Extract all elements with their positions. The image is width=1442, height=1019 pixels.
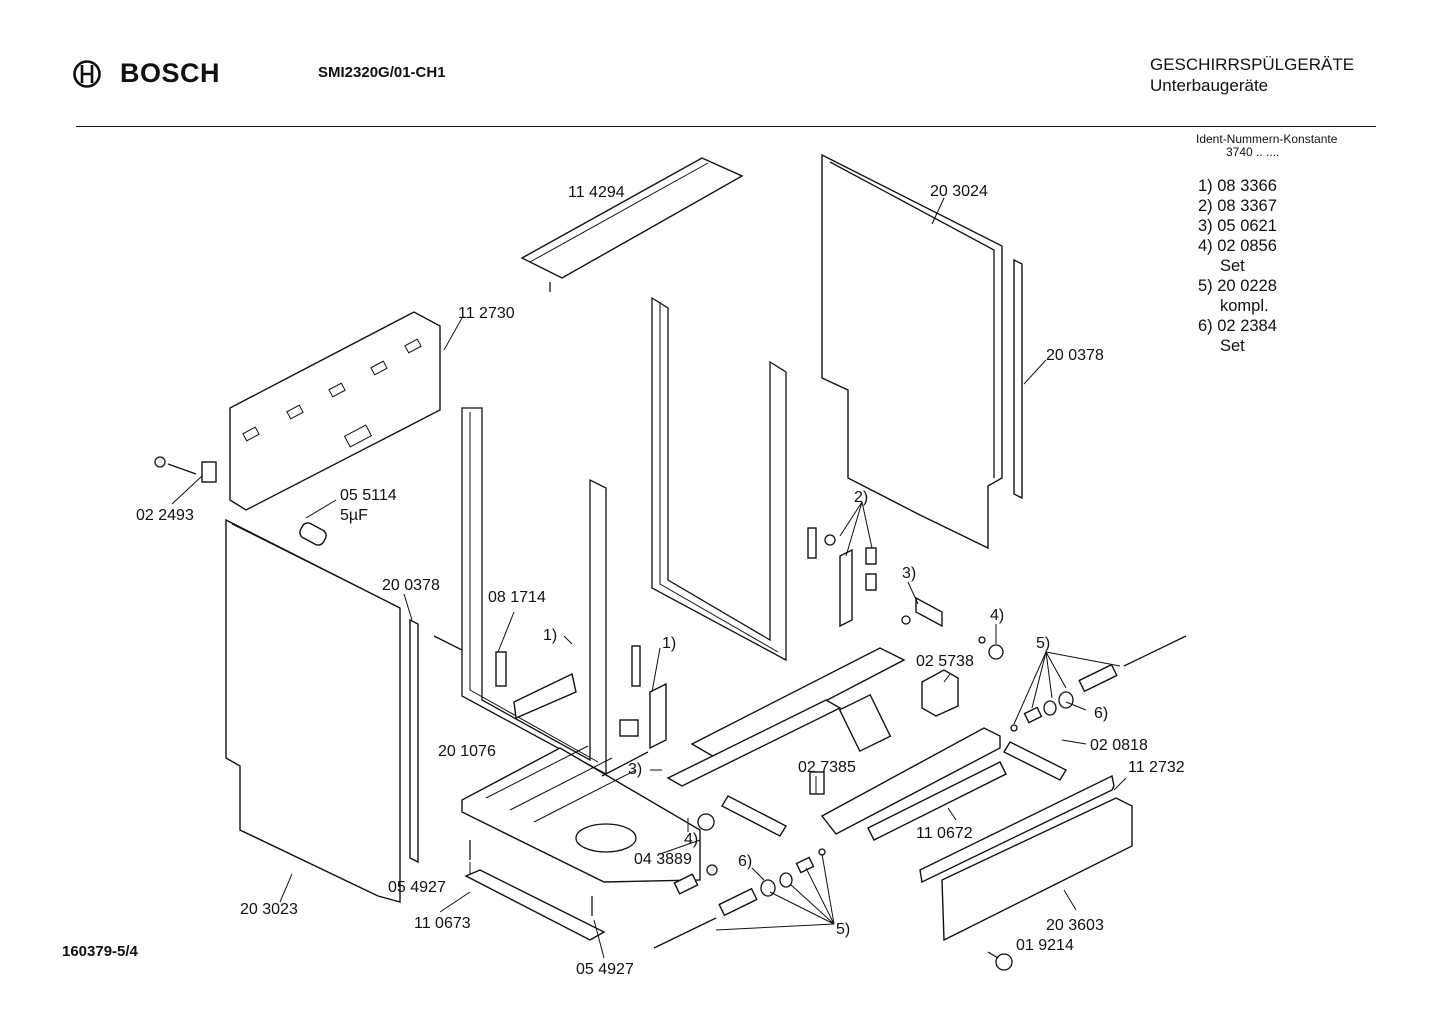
part-label: 20 0378 <box>382 577 440 594</box>
legend-item: 3) 05 0621 <box>1198 217 1277 235</box>
foot-bracket-part <box>464 840 606 941</box>
ident-title: Ident-Nummern-Konstante <box>1196 132 1338 146</box>
document-number: 160379-5/4 <box>62 943 138 960</box>
crossbar-part <box>666 647 1067 841</box>
brand-name: BOSCH <box>120 58 221 88</box>
side-strip-part <box>409 618 419 864</box>
part-label: 2) <box>854 489 868 506</box>
part-label: 11 0672 <box>916 825 973 842</box>
part-label: 05 4927 <box>388 879 446 896</box>
brand-header: BOSCH <box>72 58 220 89</box>
model-number: SMI2320G/01-CH1 <box>318 64 446 81</box>
part-label: 5) <box>1036 635 1050 652</box>
part-labels: 11 4294 20 3024 20 0378 11 2730 02 2493 … <box>136 183 1185 978</box>
part-label: 20 1076 <box>438 743 496 760</box>
frame-right-part <box>651 296 787 662</box>
part-label: 02 7385 <box>798 759 856 776</box>
part-label: 5µF <box>340 507 368 524</box>
part-label: 11 2730 <box>458 305 515 322</box>
part-label: 08 1714 <box>488 589 546 606</box>
part-label: 20 0378 <box>1046 347 1104 364</box>
ident-code: 3740 .. .... <box>1226 145 1280 159</box>
part-label: 20 3023 <box>240 901 298 918</box>
right-strip-part <box>1013 258 1023 500</box>
part-label: 5) <box>836 921 850 938</box>
part-label: 6) <box>1094 705 1108 722</box>
side-panel-part <box>225 518 401 903</box>
legend-note: Set <box>1220 337 1245 355</box>
part-label: 02 5738 <box>916 653 974 670</box>
legend-item: 5) 20 0228 <box>1198 277 1277 295</box>
part-label: 20 3024 <box>930 183 988 200</box>
part-label: 11 4294 <box>568 184 625 201</box>
legend-item: 2) 08 3367 <box>1198 197 1277 215</box>
kickplate-part <box>919 774 1133 942</box>
part-label: 05 4927 <box>576 961 634 978</box>
part-label: 6) <box>738 853 752 870</box>
part-label: 4) <box>684 831 698 848</box>
legend-item: 1) 08 3366 <box>1198 177 1277 195</box>
category-name: GESCHIRRSPÜLGERÄTE <box>1150 55 1355 74</box>
part-label: 05 5114 <box>340 487 397 504</box>
part-label: 02 0818 <box>1090 737 1148 754</box>
part-label: 11 2732 <box>1128 759 1185 776</box>
part-label: 04 3889 <box>634 851 692 868</box>
part-label: 11 0673 <box>414 915 471 932</box>
part-label: 1) <box>662 635 676 652</box>
header-divider <box>76 126 1376 127</box>
frame-left-part <box>461 407 607 776</box>
small-hardware-parts <box>154 456 1187 971</box>
legend-note: kompl. <box>1220 297 1269 315</box>
legend-item: 6) 02 2384 <box>1198 317 1277 335</box>
part-label: 3) <box>902 565 916 582</box>
rear-panel-part <box>821 153 1003 550</box>
bosch-logo-icon <box>73 59 101 88</box>
part-label: 1) <box>543 627 557 644</box>
legend-note: Set <box>1220 257 1245 275</box>
top-rail-part <box>520 157 744 292</box>
ident-block: Ident-Nummern-Konstante 3740 .. .... <box>1196 133 1337 159</box>
legend-list: 1) 08 3366 2) 08 3367 3) 05 0621 4) 02 0… <box>1198 176 1277 356</box>
leader-lines <box>171 197 1127 959</box>
category-title: GESCHIRRSPÜLGERÄTE Unterbaugeräte <box>1150 54 1354 96</box>
base-tub-part <box>461 745 701 883</box>
part-label: 01 9214 <box>1016 937 1074 954</box>
subcategory-name: Unterbaugeräte <box>1150 76 1269 95</box>
part-label: 3) <box>628 761 642 778</box>
back-panel-part <box>229 311 441 511</box>
part-label: 20 3603 <box>1046 917 1104 934</box>
part-label: 4) <box>990 607 1004 624</box>
part-label: 02 2493 <box>136 507 194 524</box>
legend-item: 4) 02 0856 <box>1198 237 1277 255</box>
